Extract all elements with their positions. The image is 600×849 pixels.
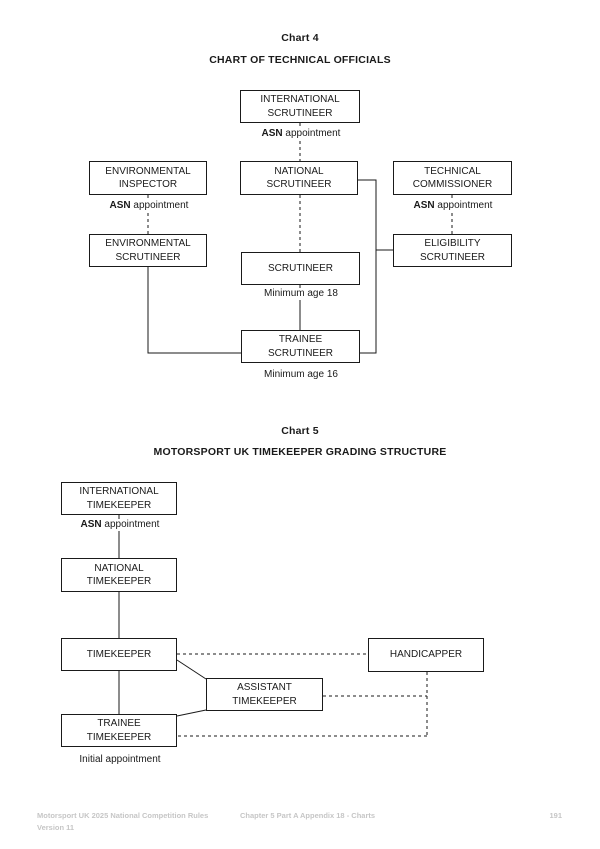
node-technical-commissioner: TECHNICAL COMMISSIONER <box>393 161 512 195</box>
node-national-scrutineer: NATIONAL SCRUTINEER <box>240 161 358 195</box>
asn-bold-text: ASN <box>109 200 131 211</box>
chart4-label: Chart 4 <box>281 32 319 44</box>
chart4-title: CHART OF TECHNICAL OFFICIALS <box>209 54 391 66</box>
annotation-asn-appointment-international-scrutineer: ASN appointment <box>252 128 350 140</box>
chart5-title: MOTORSPORT UK TIMEKEEPER GRADING STRUCTU… <box>153 446 447 458</box>
node-international-timekeeper: INTERNATIONAL TIMEKEEPER <box>61 482 177 515</box>
asn-bold-text: ASN <box>261 128 283 139</box>
annotation-asn-appointment-technical: ASN appointment <box>404 200 502 212</box>
footer-document-title: Motorsport UK 2025 National Competition … <box>37 810 247 833</box>
edge-national-to-trainee-right <box>358 179 377 354</box>
node-timekeeper: TIMEKEEPER <box>61 638 177 671</box>
annotation-minimum-age-16: Minimum age 16 <box>255 369 347 381</box>
footer-page-number: 191 <box>549 811 562 820</box>
node-eligibility-scrutineer: ELIGIBILITY SCRUTINEER <box>393 234 512 267</box>
asn-bold-text: ASN <box>413 200 435 211</box>
footer-chapter-reference: Chapter 5 Part A Appendix 18 - Charts <box>240 811 376 820</box>
asn-rest-text: appointment <box>130 200 189 211</box>
footer-document-version: Version 11 <box>37 822 75 832</box>
node-trainee-scrutineer: TRAINEE SCRUTINEER <box>241 330 360 363</box>
chart5-label: Chart 5 <box>281 425 319 437</box>
node-international-scrutineer: INTERNATIONAL SCRUTINEER <box>240 90 360 123</box>
annotation-asn-appointment-timekeeper: ASN appointment <box>71 519 169 531</box>
edge-trainee-to-assistant <box>176 709 207 717</box>
edge-timekeeper-to-assistant <box>176 659 207 680</box>
annotation-minimum-age-18: Minimum age 18 <box>255 288 347 300</box>
annotation-asn-appointment-environmental: ASN appointment <box>100 200 198 212</box>
node-environmental-inspector: ENVIRONMENTAL INSPECTOR <box>89 161 207 195</box>
annotation-initial-appointment: Initial appointment <box>69 754 171 766</box>
node-national-timekeeper: NATIONAL TIMEKEEPER <box>61 558 177 592</box>
asn-rest-text: appointment <box>434 200 493 211</box>
asn-rest-text: appointment <box>282 128 341 139</box>
node-assistant-timekeeper: ASSISTANT TIMEKEEPER <box>206 678 323 711</box>
asn-rest-text: appointment <box>101 519 160 530</box>
node-environmental-scrutineer: ENVIRONMENTAL SCRUTINEER <box>89 234 207 267</box>
edge-envscrutineer-to-trainee <box>147 267 241 354</box>
footer-document-title-line1: Motorsport UK 2025 National Competition … <box>37 811 209 820</box>
node-scrutineer: SCRUTINEER <box>241 252 360 285</box>
node-trainee-timekeeper: TRAINEE TIMEKEEPER <box>61 714 177 747</box>
asn-bold-text: ASN <box>80 519 102 530</box>
node-handicapper: HANDICAPPER <box>368 638 484 672</box>
